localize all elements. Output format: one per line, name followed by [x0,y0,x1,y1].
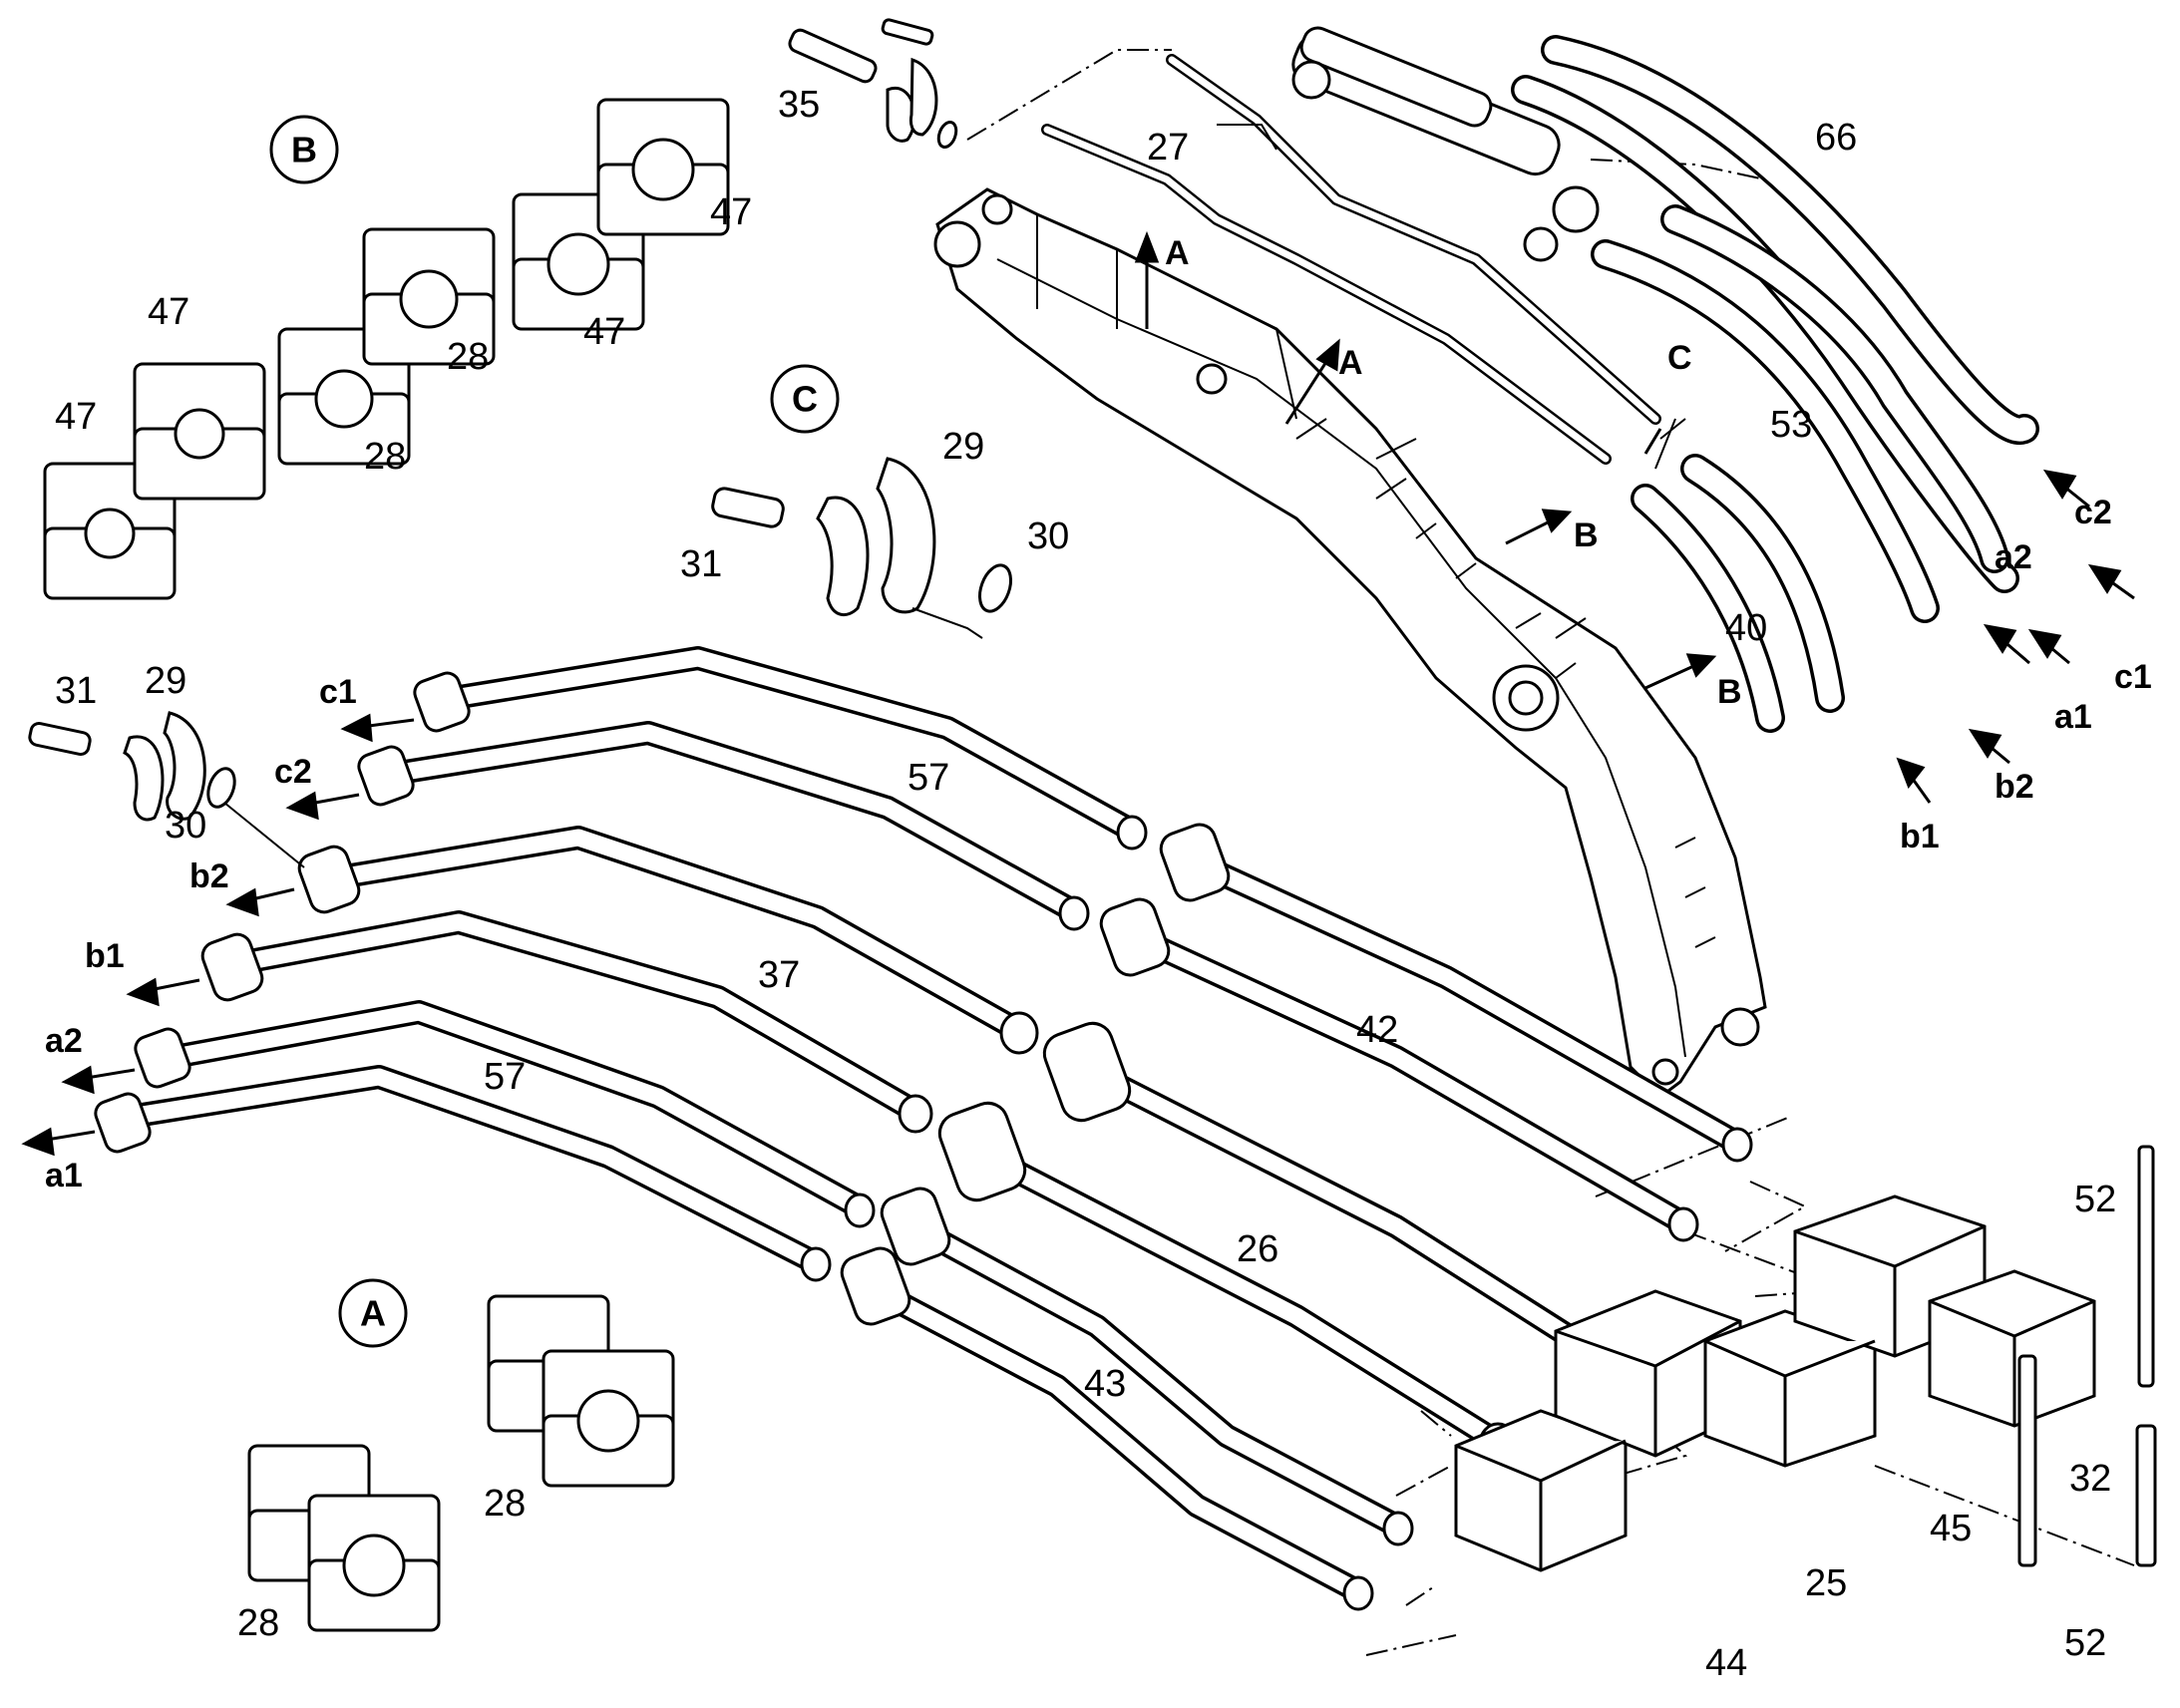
port-label-a1: a1 [45,1157,83,1195]
leader-lines [223,124,1686,868]
flange-kit-left [28,711,236,822]
detail-label-a: A [360,1293,386,1334]
detail-label-c: C [792,379,818,420]
part-number-29: 29 [942,426,984,468]
flange-kit-c [711,457,1013,617]
section-mark-a: A [1338,344,1363,382]
port-label-a2-right: a2 [1995,538,2032,576]
section-mark-b: B [1574,516,1599,554]
detail-circle-a: A [338,1278,408,1348]
part-number-29: 29 [145,660,186,702]
clamp-set-b [43,98,730,600]
hose-53-b [1591,239,1940,623]
port-label-b1-right: b1 [1900,818,1940,855]
part-number-45: 45 [1930,1508,1972,1549]
left-flanges [94,671,471,1154]
section-arrows [1134,230,1717,690]
part-number-30: 30 [1027,515,1069,557]
section-mark-a: A [1165,234,1190,272]
tube-b2 [327,826,1024,1039]
hose-53-a [1660,204,2009,573]
hydraulic-cylinder [1291,26,1600,262]
part-number-28: 28 [237,1602,279,1644]
manifold-blocks [1454,1145,2157,1572]
part-number-40: 40 [1725,607,1767,649]
clamp-set-a [247,1294,675,1632]
tube-end-rings [800,815,1148,1282]
part-number-52: 52 [2074,1179,2116,1220]
port-label-c1-right: c1 [2114,658,2152,696]
part-number-53: 53 [1770,404,1812,446]
part-number-28: 28 [447,336,489,378]
tube-27-a [1166,54,1661,425]
part-number-31: 31 [55,670,97,712]
tube-42-lower [1135,930,1692,1233]
hose-66-b [1511,75,2019,593]
fitting-35 [788,18,958,150]
hose-40-a [1680,454,1845,713]
part-number-37: 37 [758,954,800,996]
part-number-57: 57 [484,1056,526,1098]
part-number-25: 25 [1805,1562,1847,1604]
port-labels-left: c1 c2 b2 b1 a2 a1 [45,673,357,1195]
detail-circle-b: B [269,115,339,184]
tube-c1 [442,646,1139,840]
port-labels-right: c2 a2 c1 a1 b2 b1 [1900,494,2152,855]
part-number-66: 66 [1815,117,1857,159]
part-number-42: 42 [1356,1009,1398,1051]
part-number-28: 28 [364,436,406,478]
tube-a1 [118,1065,825,1273]
right-flanges [840,823,1231,1326]
tube-26-lower [985,1150,1508,1453]
tube-26-upper [1090,1065,1628,1378]
detail-circle-c: C [770,364,840,434]
part-number-44: 44 [1705,1642,1747,1684]
tube-a2 [163,1000,870,1218]
part-number-27: 27 [1147,127,1189,169]
port-label-b2: b2 [189,857,229,895]
tube-c2 [387,721,1079,919]
port-label-c2-right: c2 [2074,494,2112,531]
part-number-52: 52 [2064,1622,2106,1664]
hose-66-a [1541,35,2039,445]
part-number-26: 26 [1237,1228,1278,1270]
port-label-c1: c1 [319,673,357,711]
part-number-30: 30 [165,805,206,847]
part-number-47: 47 [583,311,625,353]
port-label-b2-right: b2 [1995,768,2034,806]
part-labels: 25 26 27 28 28 28 28 29 29 30 30 31 31 3… [55,84,2116,1684]
part-number-47: 47 [710,191,752,233]
port-label-a1-right: a1 [2054,698,2092,736]
port-label-a2: a2 [45,1022,83,1060]
tube-27-b [1041,124,1612,465]
part-number-47: 47 [55,396,97,438]
port-label-b1: b1 [85,937,125,975]
part-number-57: 57 [908,757,949,799]
part-number-28: 28 [484,1483,526,1525]
detail-label-b: B [291,130,317,171]
port-arrows [21,469,2135,1157]
tube-b1 [232,910,919,1119]
section-mark-c: C [1667,339,1692,377]
part-number-47: 47 [148,291,189,333]
section-mark-labels: A A B B C [1165,234,1742,711]
tube-43-upper [910,1219,1408,1537]
part-number-43: 43 [1084,1363,1126,1405]
part-number-31: 31 [680,543,722,585]
tube-42-upper [1195,855,1747,1154]
section-mark-b: B [1717,673,1742,711]
tube-43-lower [866,1279,1368,1602]
hose-40-b [1631,484,1785,733]
boom-arm [933,187,1767,1099]
part-number-32: 32 [2069,1458,2111,1500]
part-number-35: 35 [778,84,820,126]
port-label-c2: c2 [274,753,312,791]
